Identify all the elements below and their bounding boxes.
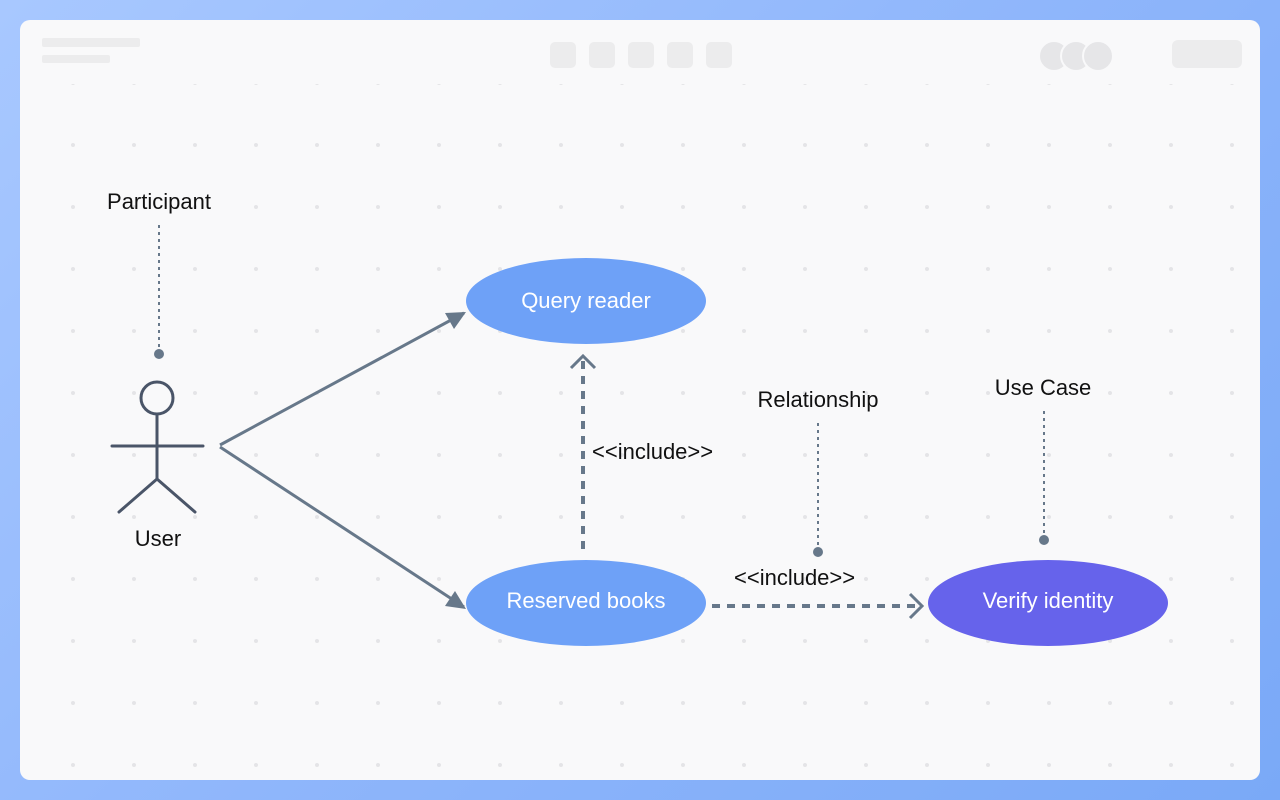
relationship-anchor-dot xyxy=(813,547,823,557)
include-label-query: <<include>> xyxy=(592,439,713,464)
diagram-canvas: Participant User <<include>> <<include>>… xyxy=(20,84,1260,780)
include-arrowhead-query xyxy=(569,353,597,370)
use-case-query-reader-label: Query reader xyxy=(521,288,651,313)
use-case-query-reader-shape xyxy=(466,258,706,344)
avatar[interactable] xyxy=(1082,40,1114,72)
use-case-annotation: Use Case xyxy=(995,375,1092,400)
include-label-verify: <<include>> xyxy=(734,565,855,590)
actor-right-leg xyxy=(155,477,197,514)
participant-annotation: Participant xyxy=(107,189,211,214)
use-case-verify-identity-label: Verify identity xyxy=(983,588,1114,613)
toolbar xyxy=(20,20,1260,84)
toolbar-button-2[interactable] xyxy=(589,42,615,68)
use-case-reserved-books-shape xyxy=(466,560,706,646)
toolbar-button-1[interactable] xyxy=(550,42,576,68)
use-case-reserved-books-label: Reserved books xyxy=(507,588,666,613)
toolbar-button-5[interactable] xyxy=(706,42,732,68)
association-query-reader[interactable] xyxy=(219,311,465,447)
dot-grid xyxy=(20,84,1260,780)
title-placeholder xyxy=(42,38,140,47)
actor-left-leg xyxy=(117,477,159,514)
diagram-window: Participant User <<include>> <<include>>… xyxy=(20,20,1260,780)
use-case-query-reader[interactable]: Query reader xyxy=(466,258,706,344)
participant-anchor-dot xyxy=(154,349,164,359)
toolbar-button-4[interactable] xyxy=(667,42,693,68)
include-arrowhead-verify xyxy=(908,592,925,620)
use-case-anchor-dot xyxy=(1039,535,1049,545)
actor-label: User xyxy=(135,526,181,551)
association-reserved-books[interactable] xyxy=(219,445,465,609)
actor-user[interactable] xyxy=(110,380,205,514)
use-case-verify-identity-shape xyxy=(928,560,1168,646)
association-arrowhead-reserved xyxy=(445,591,466,609)
association-arrowhead-query xyxy=(445,312,466,329)
relationship-annotation: Relationship xyxy=(757,387,878,412)
share-button[interactable] xyxy=(1172,40,1242,68)
toolbar-button-3[interactable] xyxy=(628,42,654,68)
use-case-reserved-books[interactable]: Reserved books xyxy=(466,560,706,646)
subtitle-placeholder xyxy=(42,55,110,63)
use-case-verify-identity[interactable]: Verify identity xyxy=(928,560,1168,646)
